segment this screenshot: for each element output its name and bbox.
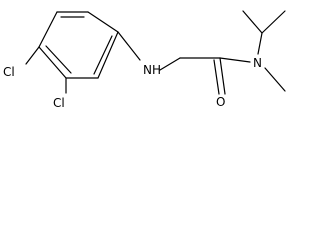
bond-ring-nh (117, 31, 141, 61)
benzene-ring (38, 11, 119, 79)
atom-cl-lower: Cl (53, 96, 65, 110)
atom-cl-upper: Cl (3, 65, 15, 79)
bond-carbonyl-o-1 (219, 57, 226, 95)
bond-isopropyl-right (261, 10, 286, 34)
ring-bond-lower-right-inner (93, 35, 113, 75)
bond-n-methyl (264, 67, 286, 92)
bond-carbonyl-o-2 (213, 59, 220, 95)
ring-bond-lower-right (97, 31, 119, 79)
atom-n: N (253, 56, 262, 70)
bond-cl-upper (25, 46, 40, 65)
atom-nh: NH (143, 63, 161, 77)
bond-carbonyl-n (219, 57, 251, 63)
atom-o: O (216, 95, 225, 109)
ring-bond-lower-left (38, 46, 67, 79)
ring-bond-lower-left-inner (45, 45, 72, 74)
molecule-canvas: Cl Cl NH O N (3, 10, 286, 110)
bond-nh-ch2 (159, 57, 181, 71)
bond-isopropyl-left (242, 10, 263, 34)
ring-bond-upper-left (38, 11, 58, 48)
bond-n-isopropyl (257, 32, 263, 55)
molecule-structure: Cl Cl NH O N (3, 10, 286, 110)
ring-bond-upper-right (87, 11, 119, 33)
